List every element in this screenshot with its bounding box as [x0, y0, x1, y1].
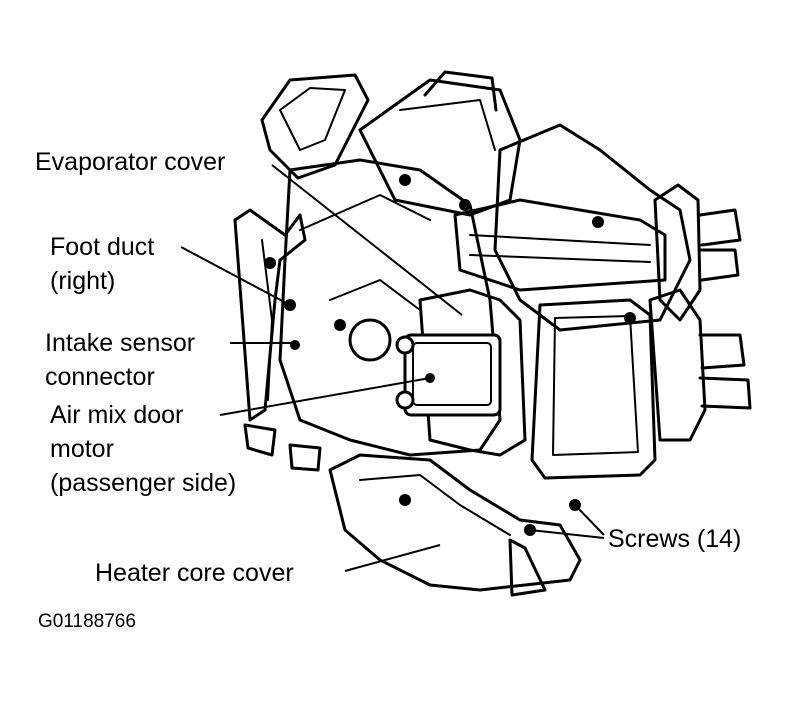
label-air-mix-line1: Air mix door [50, 401, 184, 429]
leader-screws-b [529, 529, 605, 539]
upper-housing [358, 78, 522, 217]
right-flange-lower [648, 288, 707, 442]
left-bracket [233, 208, 307, 422]
right-flange-upper [653, 183, 702, 322]
right-duct-collar [453, 198, 667, 292]
heater-core-cover-body [328, 453, 582, 592]
blower-housing [493, 123, 692, 332]
label-foot-duct-line1: Foot duct [50, 233, 155, 261]
label-screws: Screws (14) [608, 525, 742, 553]
leader-air-mix-motor [219, 377, 431, 416]
label-evaporator-cover: Evaporator cover [35, 148, 226, 176]
leader-evaporator-cover [271, 164, 463, 316]
access-panel [530, 298, 657, 480]
upper-duct-outlet [260, 73, 370, 180]
air-mix-motor [403, 333, 502, 417]
main-case [278, 158, 502, 457]
figure-id: G01188766 [38, 611, 136, 632]
label-air-mix-line3: (passenger side) [50, 469, 237, 497]
evaporator-cover-plate [418, 288, 527, 457]
label-heater-core-cover: Heater core cover [95, 559, 294, 587]
intake-sensor [348, 318, 392, 362]
leader-screws-a [574, 504, 605, 536]
leader-heater-core [344, 544, 441, 572]
label-intake-sensor-line2: connector [45, 363, 155, 391]
label-foot-duct-line2: (right) [50, 267, 116, 295]
label-intake-sensor-line1: Intake sensor [45, 329, 196, 357]
label-air-mix-line2: motor [50, 435, 114, 463]
leader-foot-duct [180, 246, 291, 306]
